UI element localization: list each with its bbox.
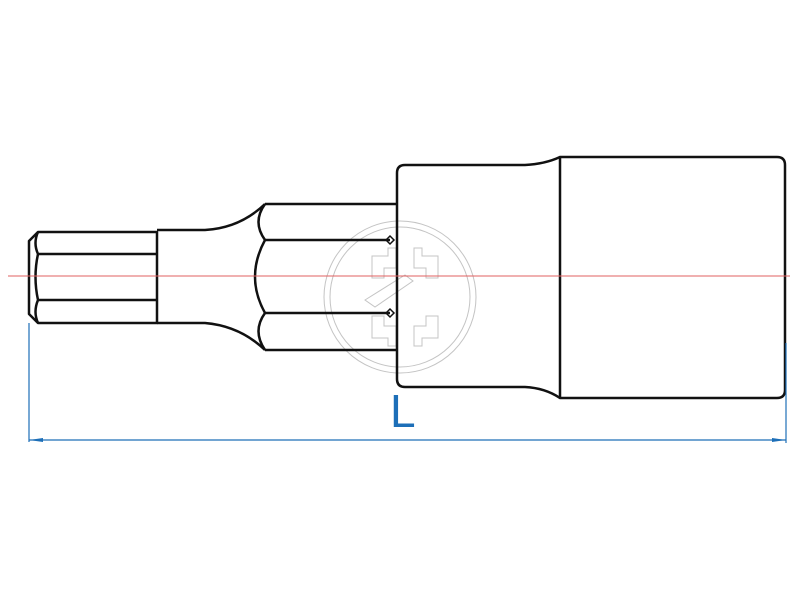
socket-body	[395, 155, 561, 400]
dimension-label-length: L	[390, 385, 416, 437]
socket-drive-end	[558, 155, 787, 400]
bit-hex-body	[265, 202, 397, 352]
retaining-ball-icon	[384, 234, 396, 319]
dimension-line	[28, 323, 787, 443]
hex-bit	[27, 230, 159, 325]
bit-shank	[157, 203, 266, 351]
